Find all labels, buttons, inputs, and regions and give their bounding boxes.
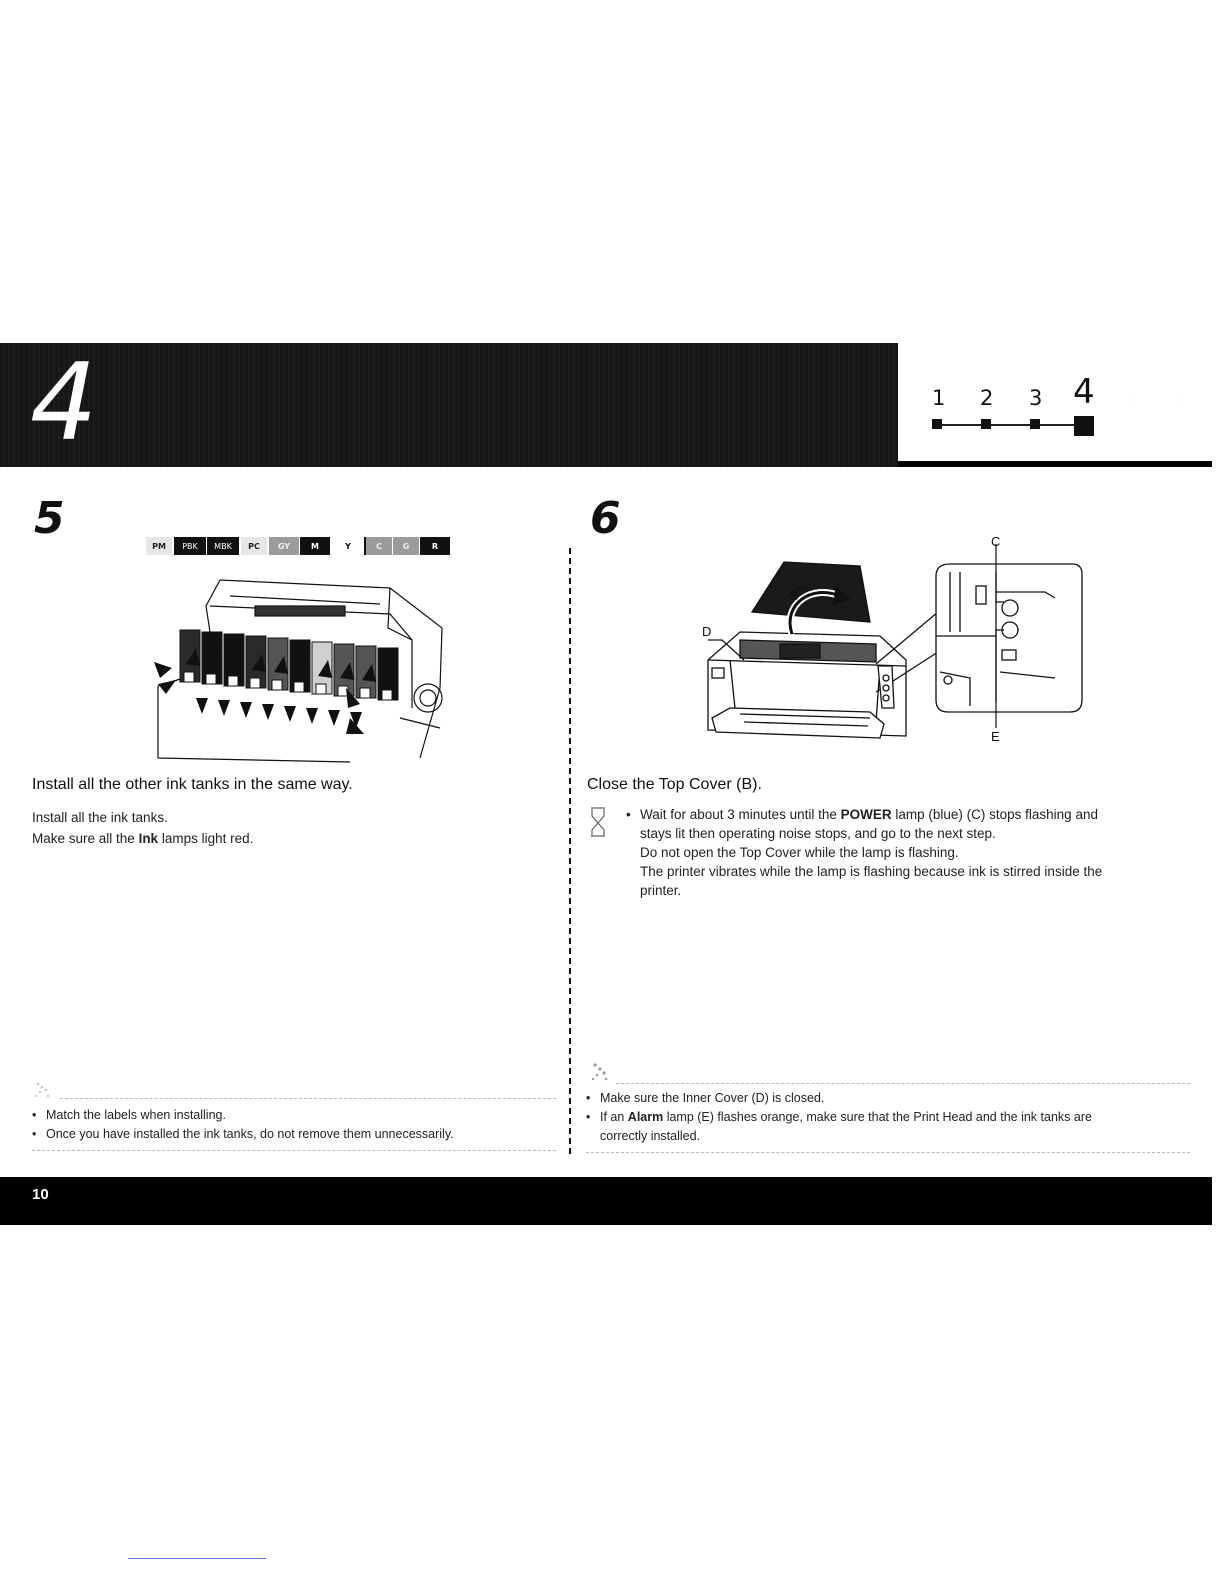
- progress-step-1: 1: [932, 386, 946, 410]
- column-divider: [569, 548, 571, 1154]
- section-6-memo-list: •Make sure the Inner Cover (D) is closed…: [586, 1089, 1190, 1146]
- list-item: •Make sure the Inner Cover (D) is closed…: [586, 1091, 825, 1105]
- section-6-note: • Wait for about 3 minutes until the POW…: [626, 807, 1103, 898]
- memo-icon: [591, 1063, 608, 1081]
- progress-line: [937, 424, 1085, 426]
- section-5-memo-list: •Match the labels when installing. •Once…: [32, 1106, 562, 1144]
- ink-label-gy: GY: [269, 537, 299, 555]
- progress-dot-4-current: [1074, 416, 1094, 436]
- ink-label-pc: PC: [241, 537, 267, 555]
- memo-top-rule: [616, 1083, 1190, 1084]
- ink-lamp-term: Ink: [138, 831, 159, 846]
- section-5-line-1: Install all the ink tanks.: [32, 810, 168, 825]
- hourglass-icon: [591, 807, 605, 837]
- memo-bottom-rule: [32, 1150, 556, 1151]
- memo-icon: [35, 1082, 50, 1098]
- memo-bottom-rule: [586, 1152, 1190, 1153]
- step-number: 4: [30, 341, 98, 464]
- ink-label-m: M: [300, 537, 330, 555]
- section-6-heading: Close the Top Cover (B).: [587, 776, 762, 793]
- section-5-line-2: Make sure all the Ink lamps light red.: [32, 831, 254, 846]
- bottom-rule: [128, 1558, 266, 1559]
- list-item: •If an Alarm lamp (E) flashes orange, ma…: [586, 1110, 1092, 1143]
- ink-label-pm: PM: [146, 537, 172, 555]
- ink-label-g: G: [393, 537, 419, 555]
- page-footer: [0, 1177, 1212, 1225]
- list-item: •Match the labels when installing.: [32, 1108, 226, 1122]
- progress-step-4-current: 4: [1073, 372, 1095, 412]
- progress-faded-marker: ·: [1128, 392, 1132, 406]
- alarm-lamp-term: Alarm: [627, 1110, 664, 1124]
- ink-label-y: Y: [336, 537, 360, 555]
- page-number: 10: [32, 1186, 49, 1203]
- callout-b: B: [790, 588, 799, 603]
- progress-dot-1: [932, 419, 942, 429]
- header-dark-panel: [0, 343, 898, 467]
- printer-cover-illustration: B D C E: [702, 534, 1083, 744]
- ink-label-c: C: [364, 537, 392, 555]
- progress-dot-3: [1030, 419, 1040, 429]
- ink-label-r: R: [420, 537, 450, 555]
- header-rule: [898, 461, 1212, 467]
- ink-label-mbk: MBK: [207, 537, 239, 555]
- section-5-number: 5: [34, 493, 65, 544]
- callout-e: E: [991, 729, 1000, 744]
- progress-step-3: 3: [1029, 386, 1043, 410]
- list-item: •Once you have installed the ink tanks, …: [32, 1127, 454, 1141]
- progress-faded-marker: ·: [1177, 392, 1181, 406]
- memo-top-rule: [60, 1098, 556, 1099]
- ink-label-strip: PM PBK MBK PC GY M Y C G R: [146, 537, 450, 555]
- callout-d: D: [702, 624, 711, 639]
- ink-tank-installation-illustration: [154, 579, 443, 763]
- progress-dot-2: [981, 419, 991, 429]
- power-lamp-term: POWER: [840, 807, 892, 822]
- ink-label-pbk: PBK: [174, 537, 206, 555]
- section-5-heading: Install all the other ink tanks in the s…: [32, 776, 353, 793]
- callout-c: C: [991, 534, 1000, 549]
- progress-step-2: 2: [980, 386, 994, 410]
- section-6-number: 6: [590, 493, 621, 544]
